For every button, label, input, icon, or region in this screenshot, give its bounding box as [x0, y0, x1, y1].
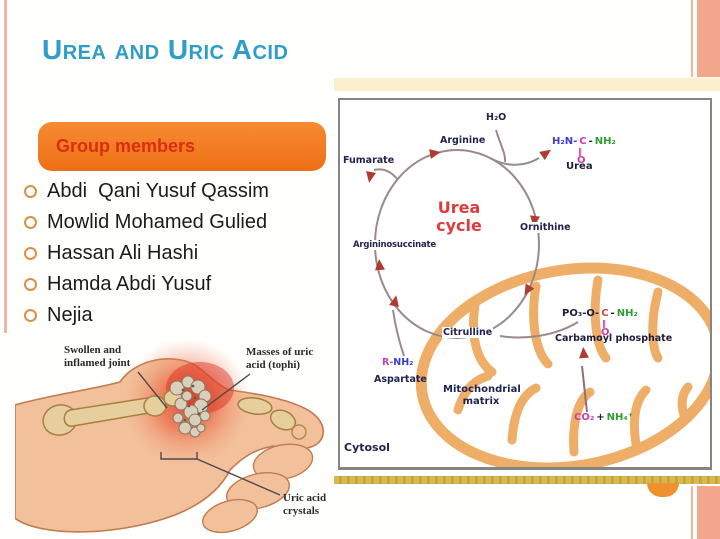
urea-oxygen: O	[577, 155, 586, 166]
urea-name: Urea	[566, 161, 593, 172]
cycle-arrowheads	[366, 149, 589, 359]
cycle-lines	[373, 129, 588, 413]
carbamoyl-double-bond: ‖	[602, 319, 606, 328]
bottom-right-thin-stripe	[691, 486, 693, 539]
urea-double-bond: ‖	[578, 147, 582, 156]
label-mitochondrial-matrix: Mitochondrial matrix	[443, 384, 521, 407]
member-item: Mowlid Mohamed Gulied	[24, 207, 269, 238]
label-ornithine: Ornithine	[519, 222, 572, 233]
carbamoyl-dash: -	[610, 308, 615, 319]
label-r-prefix: R-	[382, 357, 394, 368]
slide-title: Urea and Uric Acid	[42, 34, 289, 65]
label-h2o: H₂O	[486, 112, 507, 123]
masses-pointer-line	[201, 373, 251, 411]
member-name: Nejia	[47, 304, 93, 326]
plus-sign: +	[596, 412, 605, 423]
group-members-banner-label: Group members	[56, 136, 196, 156]
label-argininosuccinate: Argininosuccinate	[352, 240, 437, 250]
co2-nh4-inputs: CO₂+NH₄⁺	[574, 412, 635, 423]
urea-dash: -	[588, 136, 593, 147]
carbamoyl-c: C	[601, 308, 609, 319]
member-name: Hassan Ali Hashi	[47, 242, 199, 264]
label-citrulline: Citrulline	[442, 327, 494, 338]
top-right-thin-stripe	[691, 0, 693, 77]
gold-dashed-strip	[334, 476, 720, 484]
pale-yellow-strip	[334, 78, 720, 91]
label-uric-acid-crystals: Uric acid crystals	[283, 492, 327, 517]
member-list: Abdi Qani Yusuf Qassim Mowlid Mohamed Gu…	[24, 176, 269, 331]
bottom-right-salmon-bar	[697, 486, 720, 539]
carbamoyl-po: PO₃-O-	[562, 308, 600, 319]
carbamoyl-name: Carbamoyl phosphate	[555, 333, 673, 344]
group-members-banner: Group members	[38, 122, 326, 171]
label-uric-acid-masses: Masses of uric acid (tophi)	[246, 346, 314, 371]
swollen-pointer-line	[137, 371, 168, 409]
carbamoyl-nh2: NH₂	[616, 308, 638, 319]
circle-bullet-icon	[24, 185, 37, 198]
carbamoyl-formula: PO₃-O-C-NH₂ ‖ O Carbamoyl phosphate	[555, 308, 672, 344]
crystals-bracket	[160, 452, 198, 460]
top-right-salmon-bar	[697, 0, 720, 77]
member-item: Hassan Ali Hashi	[24, 238, 269, 269]
orange-semicircle	[647, 483, 679, 497]
member-item: Abdi Qani Yusuf Qassim	[24, 176, 269, 207]
label-swollen-joint: Swollen and inflamed joint	[64, 344, 131, 369]
crystals-pointer-line	[196, 458, 281, 496]
member-name: Hamda Abdi Yusuf	[47, 273, 212, 295]
member-item: Nejia	[24, 300, 269, 331]
annotation-lines	[137, 371, 281, 496]
bones	[42, 389, 307, 440]
urea-h2n: H₂N-	[552, 136, 578, 147]
label-cytosol: Cytosol	[344, 441, 390, 454]
urea-cycle-diagram: H₂O Arginine Fumarate Urea cycle Arginin…	[338, 98, 712, 470]
gout-foot-illustration	[15, 340, 324, 534]
member-name: Mowlid Mohamed Gulied	[47, 211, 268, 233]
circle-bullet-icon	[24, 309, 37, 322]
mitochondria-shape	[415, 262, 710, 467]
co2-label: CO₂	[574, 412, 595, 423]
left-accent-line	[4, 0, 7, 333]
member-name: Abdi Qani Yusuf Qassim	[47, 180, 269, 202]
label-r-nh2: R-NH₂	[382, 357, 413, 368]
member-item: Hamda Abdi Yusuf	[24, 269, 269, 300]
nh4-label: NH₄⁺	[606, 412, 634, 423]
label-fumarate: Fumarate	[343, 155, 395, 166]
carbamoyl-oxygen: O	[601, 327, 610, 338]
label-urea-cycle: Urea cycle	[436, 198, 482, 235]
toes	[202, 443, 314, 534]
circle-bullet-icon	[24, 278, 37, 291]
urea-cycle-drawing	[366, 129, 710, 467]
tophi-speckles	[181, 384, 201, 422]
urea-nh2: NH₂	[594, 136, 616, 147]
label-r-nh2-group: NH₂	[393, 357, 414, 368]
mitochondria-cristae	[453, 275, 693, 457]
label-aspartate: Aspartate	[374, 374, 427, 385]
circle-bullet-icon	[24, 247, 37, 260]
label-arginine: Arginine	[440, 135, 486, 146]
urea-c: C	[579, 136, 587, 147]
circle-bullet-icon	[24, 216, 37, 229]
urea-formula: H₂N-C-NH₂ ‖ O Urea	[552, 136, 618, 172]
